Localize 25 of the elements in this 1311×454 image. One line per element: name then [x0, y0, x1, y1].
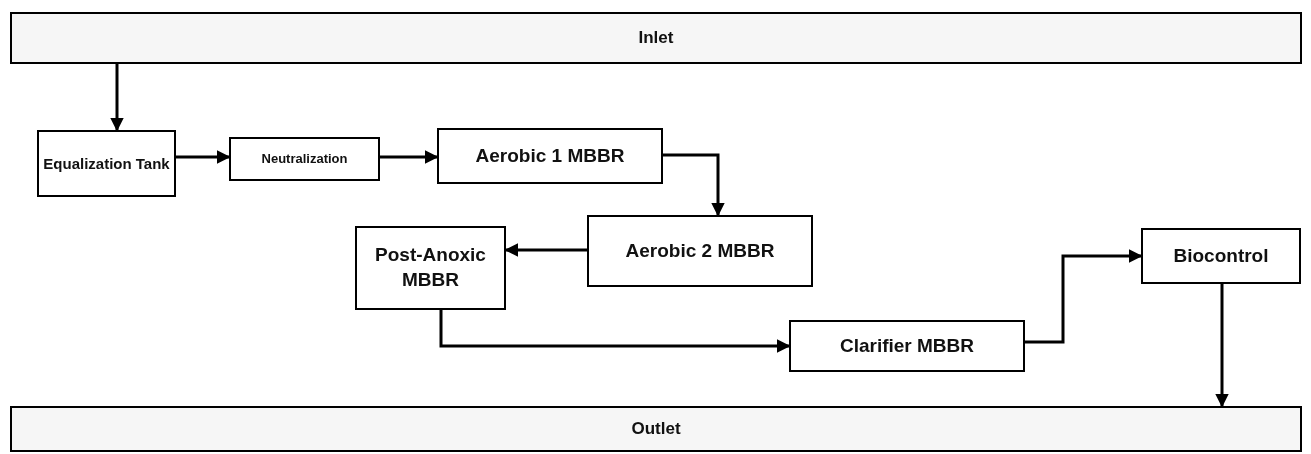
stage-band — [10, 12, 1302, 64]
node-label: Aerobic 1 MBBR — [475, 143, 625, 168]
node-label: Equalization Tank — [43, 153, 170, 174]
node-label: Aerobic 2 MBBR — [625, 238, 775, 263]
stage-band — [10, 406, 1302, 452]
arrow — [380, 150, 439, 164]
node-label: Clarifier MBBR — [839, 333, 975, 358]
process-box — [355, 226, 506, 310]
arrow — [439, 310, 791, 353]
process-box — [587, 215, 813, 287]
process-box — [229, 137, 380, 181]
node-label: Biocontrol — [1173, 243, 1269, 268]
process-box — [37, 130, 176, 197]
node-label: Outlet — [631, 417, 681, 440]
node-label: Neutralization — [261, 150, 348, 168]
node-label: Inlet — [638, 26, 674, 49]
arrow — [110, 64, 124, 132]
arrow — [663, 153, 725, 217]
process-box — [437, 128, 663, 184]
arrow — [176, 150, 231, 164]
process-box — [1141, 228, 1301, 284]
node-label: Post-Anoxic MBBR — [374, 243, 487, 292]
process-box — [789, 320, 1025, 372]
arrow — [1025, 249, 1143, 344]
arrow — [1215, 284, 1229, 408]
